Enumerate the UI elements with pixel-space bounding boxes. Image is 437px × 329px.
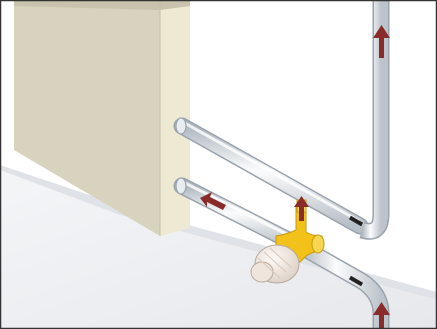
diagram-frame <box>0 0 437 329</box>
piping-diagram <box>0 0 437 329</box>
